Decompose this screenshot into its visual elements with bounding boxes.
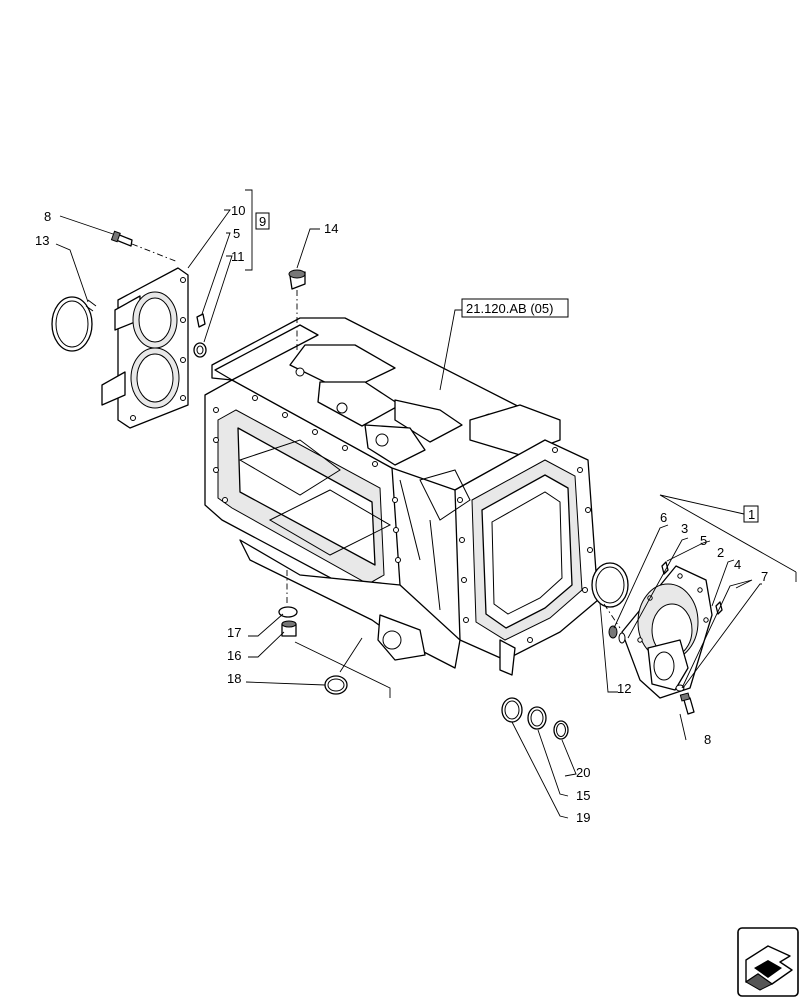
callout-1-box <box>743 505 759 523</box>
callout-19: 19 <box>576 810 590 825</box>
o-ring-15 <box>527 706 547 730</box>
callout-18: 18 <box>227 671 241 686</box>
navigation-arrow-icon[interactable] <box>737 927 799 997</box>
dowel-pin-right <box>661 561 669 575</box>
washer-right <box>675 684 685 692</box>
o-ring-17 <box>278 606 298 618</box>
callout-9: 9 <box>259 214 266 229</box>
callout-5-right: 5 <box>700 533 707 548</box>
plug-16 <box>281 620 297 637</box>
transmission-housing <box>204 317 599 676</box>
callout-1: 1 <box>748 507 755 522</box>
callout-14: 14 <box>324 221 338 236</box>
bushing-left <box>193 342 207 358</box>
o-ring-19 <box>501 697 523 723</box>
seal-right <box>608 625 626 644</box>
callout-4: 4 <box>734 557 741 572</box>
right-cover-plate <box>621 565 713 699</box>
plug-top <box>288 269 306 290</box>
callout-3: 3 <box>681 521 688 536</box>
o-ring-20 <box>553 720 569 740</box>
callout-8-top: 8 <box>44 209 51 224</box>
leader-lines <box>55 189 797 819</box>
callout-labels: 8 13 10 5 11 9 14 21.120.AB (05) 1 6 3 5… <box>35 203 768 825</box>
callout-5-left: 5 <box>233 226 240 241</box>
reference-21-120-ab: 21.120.AB (05) <box>466 301 553 316</box>
callout-10: 10 <box>231 203 245 218</box>
callout-8-bottom: 8 <box>704 732 711 747</box>
callout-11: 11 <box>231 249 245 264</box>
dowel-pin-left <box>196 313 206 328</box>
callout-9-box <box>255 212 270 230</box>
pin-right <box>715 601 723 615</box>
bolt-right <box>679 692 695 715</box>
snap-ring-right <box>591 562 629 608</box>
callout-12: 12 <box>617 681 631 696</box>
callout-17: 17 <box>227 625 241 640</box>
snap-ring-left <box>51 296 97 352</box>
callout-2: 2 <box>717 545 724 560</box>
callout-20: 20 <box>576 765 590 780</box>
callout-15: 15 <box>576 788 590 803</box>
callout-6: 6 <box>660 510 667 525</box>
callout-16: 16 <box>227 648 241 663</box>
o-ring-18 <box>324 675 348 695</box>
callout-13: 13 <box>35 233 49 248</box>
ref-box <box>461 298 569 318</box>
left-cover-plate <box>101 267 189 429</box>
callout-7: 7 <box>761 569 768 584</box>
bolt-left <box>110 230 133 247</box>
